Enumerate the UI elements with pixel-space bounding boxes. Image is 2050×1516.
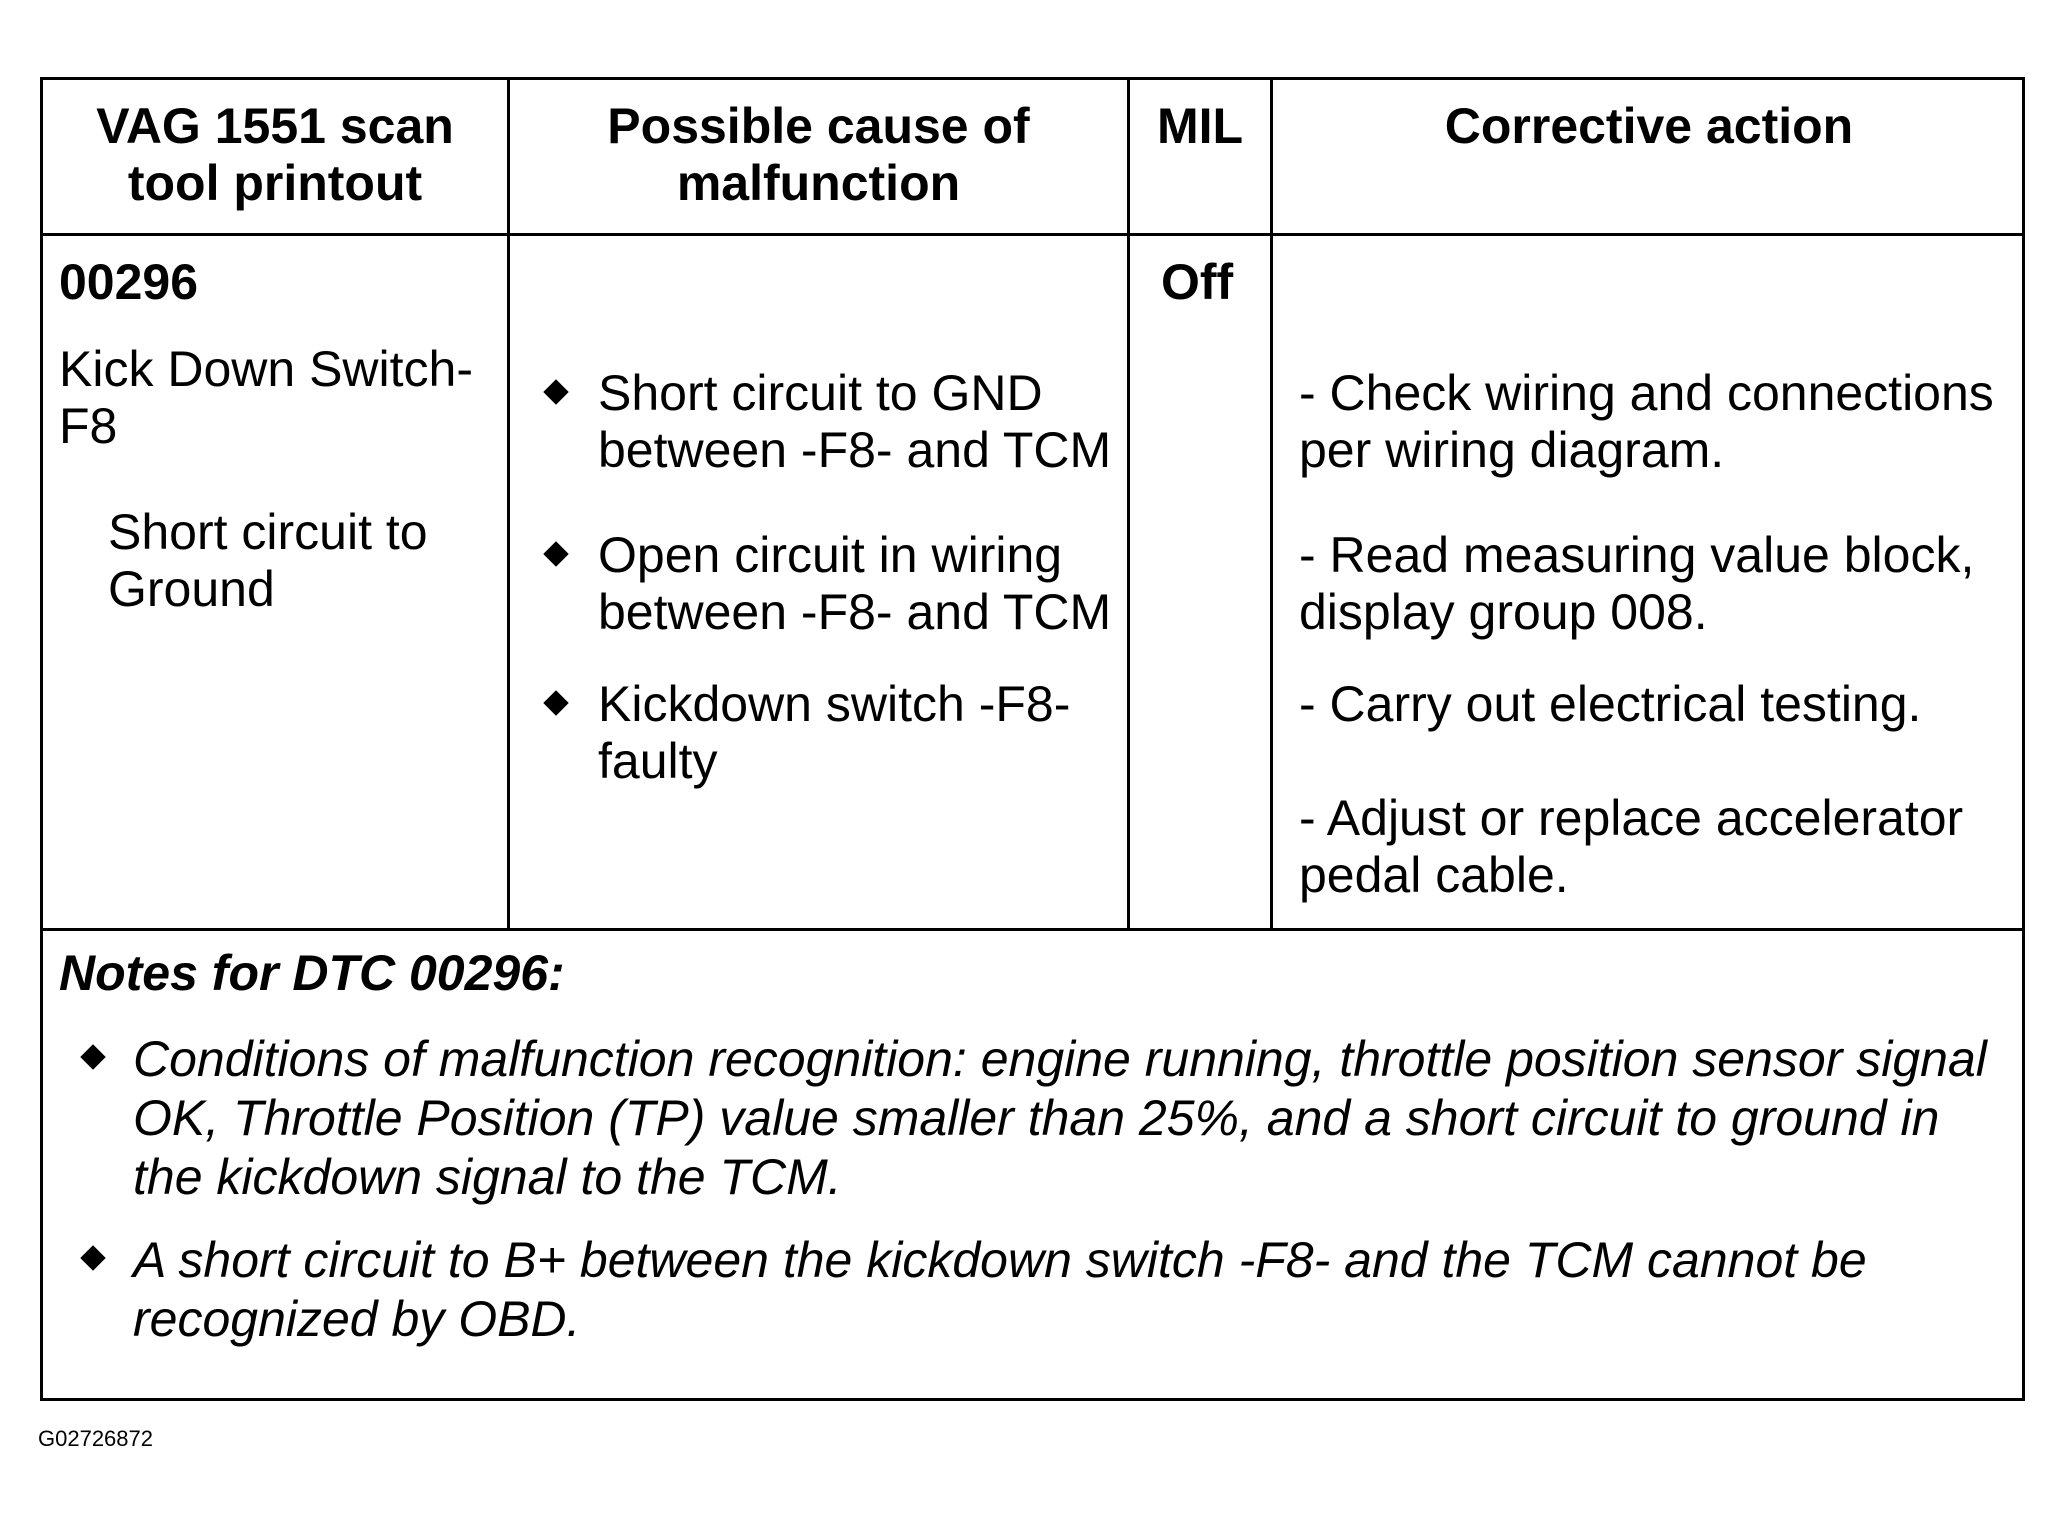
fault-type: Short circuit to Ground xyxy=(108,504,428,617)
bullet-icon xyxy=(543,690,569,716)
bullet-icon xyxy=(80,1245,106,1271)
component-name: Kick Down Switch- F8 xyxy=(59,341,473,454)
column-divider-2 xyxy=(1127,80,1130,931)
header-divider xyxy=(43,233,2022,236)
action-item: - Carry out electrical testing. xyxy=(1299,676,1922,732)
bullet-icon xyxy=(543,541,569,567)
dtc-code: 00296 xyxy=(59,254,199,310)
action-item: - Read measuring value block, display gr… xyxy=(1299,527,1975,640)
notes-divider xyxy=(43,928,2022,931)
header-action: Corrective action xyxy=(1444,98,1854,154)
column-divider-1 xyxy=(507,80,510,931)
cause-item: Kickdown switch -F8- faulty xyxy=(598,676,1071,789)
header-printout: VAG 1551 scan tool printout xyxy=(96,98,454,211)
header-cause: Possible cause of malfunction xyxy=(607,98,1030,211)
dtc-table: VAG 1551 scan tool printout Possible cau… xyxy=(40,77,2025,1401)
column-divider-3 xyxy=(1270,80,1273,931)
notes-title: Notes for DTC 00296: xyxy=(59,945,565,1001)
bullet-icon xyxy=(543,379,569,405)
cause-item: Open circuit in wiring between -F8- and … xyxy=(598,527,1112,640)
mil-status: Off xyxy=(1161,254,1234,310)
note-item: A short circuit to B+ between the kickdo… xyxy=(133,1232,1867,1347)
bullet-icon xyxy=(80,1044,106,1070)
action-item: - Adjust or replace accelerator pedal ca… xyxy=(1299,790,1964,903)
action-item: - Check wiring and connections per wirin… xyxy=(1299,365,1994,478)
note-item: Conditions of malfunction recognition: e… xyxy=(133,1031,1987,1205)
document-id: G02726872 xyxy=(38,1426,153,1451)
cause-item: Short circuit to GND between -F8- and TC… xyxy=(598,365,1112,478)
header-mil: MIL xyxy=(1156,98,1244,154)
